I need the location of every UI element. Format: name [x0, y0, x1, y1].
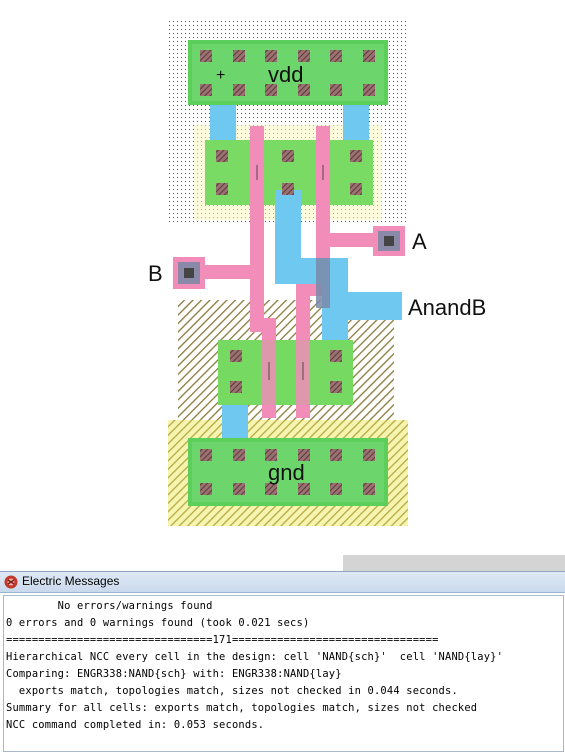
horizontal-scrollbar[interactable]: [0, 555, 565, 571]
poly-route-a: [316, 233, 386, 247]
gnd-label: gnd: [268, 460, 305, 485]
messages-text-area[interactable]: No errors/warnings found 0 errors and 0 …: [3, 595, 564, 752]
pmos-contacts: [216, 150, 362, 195]
vdd-rail[interactable]: [188, 40, 388, 105]
messages-titlebar[interactable]: Electric Messages: [0, 572, 565, 593]
message-line: NCC command completed in: 0.053 seconds.: [6, 719, 265, 731]
message-line: exports match, topologies match, sizes n…: [6, 685, 458, 697]
pin-b-label: B: [148, 261, 163, 286]
message-line: Summary for all cells: exports match, to…: [6, 702, 478, 714]
gnd-contacts: [200, 449, 375, 495]
message-line: Hierarchical NCC every cell in the desig…: [6, 651, 504, 663]
vdd-label: vdd: [268, 62, 303, 87]
poly-gate-1: [250, 126, 264, 250]
gate-labels: [256, 165, 324, 380]
nand-layout-drawing[interactable]: vdd gnd A B AnandB +: [0, 0, 565, 555]
messages-window: Electric Messages No errors/warnings fou…: [0, 571, 565, 752]
output-label: AnandB: [408, 295, 486, 320]
messages-title: Electric Messages: [22, 574, 120, 588]
cell-origin-marker: +: [216, 67, 225, 84]
message-line: ================================171=====…: [6, 634, 439, 646]
message-line: No errors/warnings found: [6, 600, 213, 612]
scrollbar-thumb[interactable]: [343, 555, 565, 571]
message-line: 0 errors and 0 warnings found (took 0.02…: [6, 617, 310, 629]
message-line: Comparing: ENGR338:NAND{sch} with: ENGR3…: [6, 668, 342, 680]
vdd-contacts: [200, 50, 375, 96]
pin-a-label: A: [412, 229, 427, 254]
nmos-contacts: [230, 350, 342, 393]
layout-canvas[interactable]: vdd gnd A B AnandB +: [0, 0, 565, 555]
electric-app-icon: [4, 575, 18, 589]
gnd-rail[interactable]: [188, 438, 388, 506]
poly-route-b: [200, 265, 264, 279]
poly-gate-2: [316, 126, 330, 236]
